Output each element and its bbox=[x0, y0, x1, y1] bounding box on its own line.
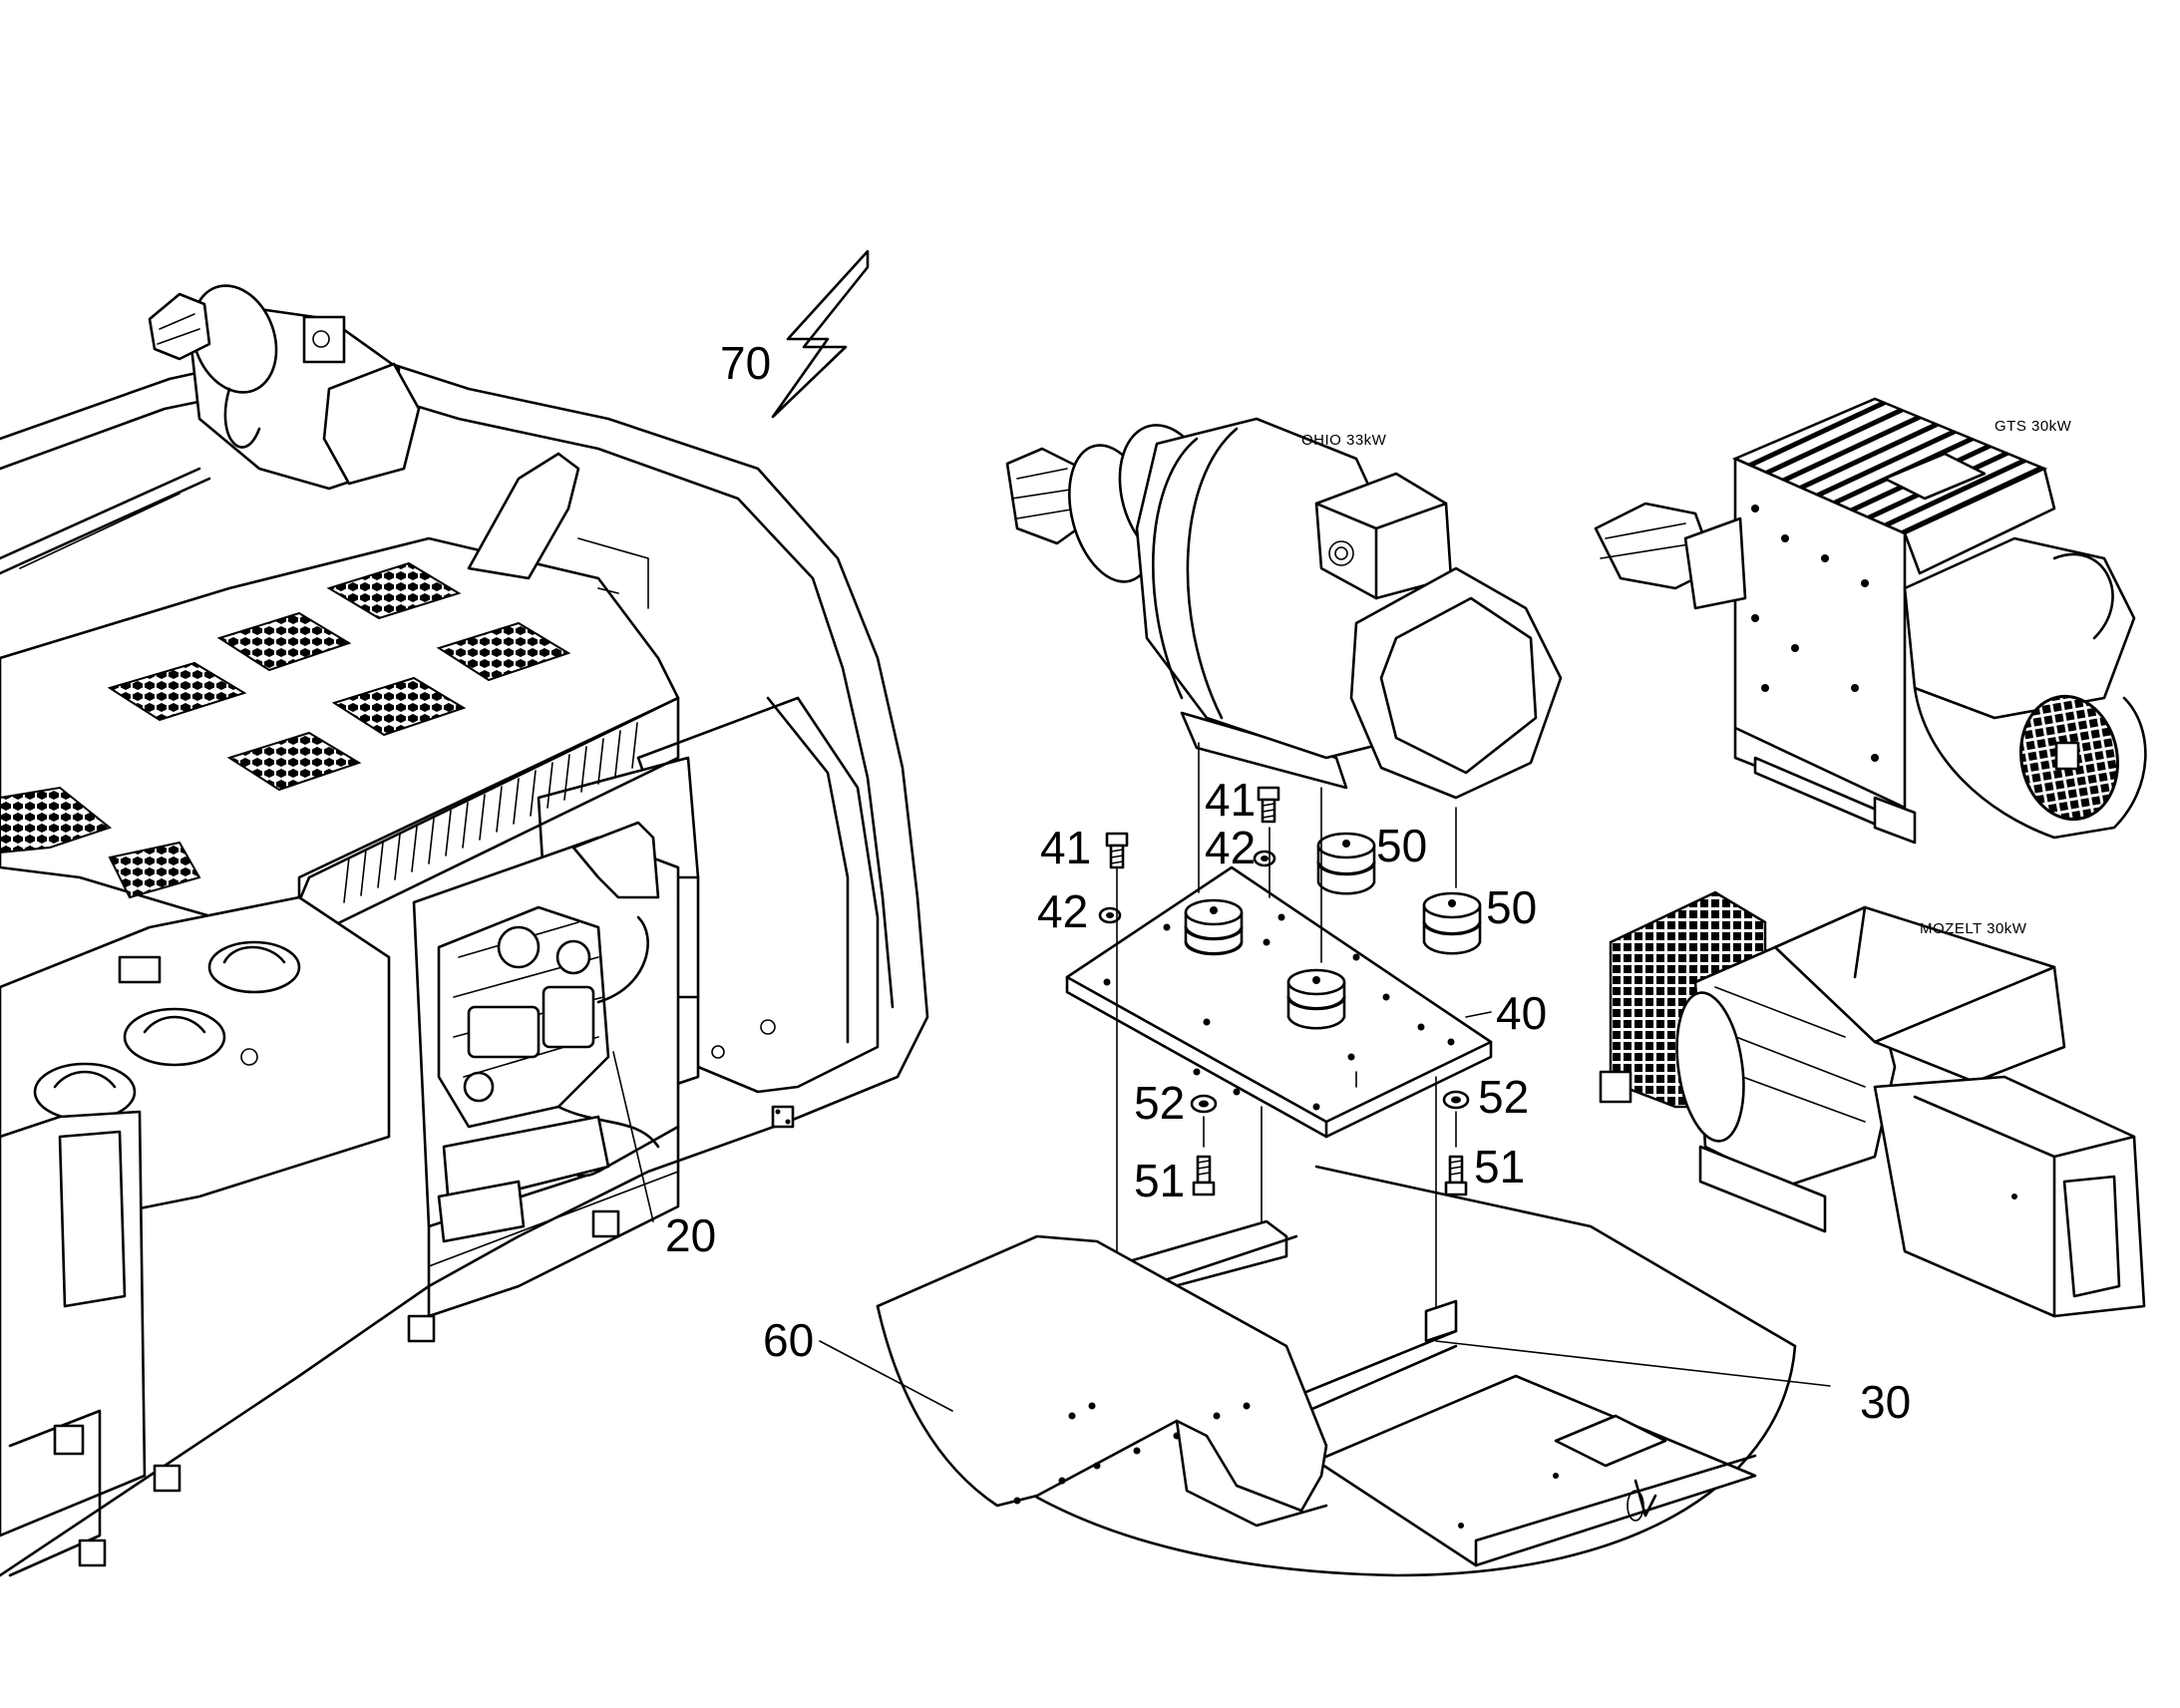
washer bbox=[1098, 906, 1122, 924]
engine-cover bbox=[0, 536, 680, 944]
bolt bbox=[1444, 1155, 1468, 1196]
curved-side-panel bbox=[876, 1234, 1328, 1528]
model-label-mozelt: MOZELT 30kW bbox=[1920, 920, 2027, 937]
callout-50: 50 bbox=[1486, 881, 1537, 933]
machine-assembly bbox=[0, 284, 929, 1577]
callout-41: 41 bbox=[1040, 822, 1091, 873]
callout-52: 52 bbox=[1478, 1071, 1529, 1123]
assembly-guide-lines bbox=[1116, 742, 1457, 1327]
callout-41: 41 bbox=[1205, 774, 1256, 826]
callout-51: 51 bbox=[1474, 1141, 1525, 1193]
washer bbox=[1253, 850, 1276, 867]
callout-51: 51 bbox=[1134, 1155, 1185, 1206]
rubber-mount bbox=[1422, 891, 1482, 955]
washer bbox=[1190, 1094, 1218, 1114]
ohio-generator bbox=[1005, 417, 1563, 800]
leader-lines bbox=[612, 1011, 1831, 1412]
callout-numbers: 70 20 41 41 42 42 50 50 40 52 52 51 51 6… bbox=[665, 337, 1911, 1428]
model-label-ohio: OHIO 33kW bbox=[1301, 432, 1387, 449]
callout-42: 42 bbox=[1037, 885, 1088, 937]
callout-70: 70 bbox=[720, 337, 771, 389]
hydraulic-pump-block bbox=[437, 905, 660, 1243]
bolt bbox=[1105, 832, 1129, 869]
callout-20: 20 bbox=[665, 1209, 716, 1261]
mounting-plate bbox=[1065, 865, 1493, 1139]
callout-42: 42 bbox=[1205, 822, 1256, 873]
bolt bbox=[1257, 786, 1280, 824]
callout-50: 50 bbox=[1376, 820, 1427, 871]
callout-52: 52 bbox=[1134, 1077, 1185, 1129]
mozelt-generator bbox=[1599, 890, 2146, 1318]
callout-40: 40 bbox=[1496, 987, 1547, 1039]
bolt bbox=[1192, 1155, 1216, 1196]
rubber-mount bbox=[1286, 968, 1346, 1030]
rubber-mount bbox=[1184, 898, 1244, 956]
model-label-gts: GTS 30kW bbox=[1995, 418, 2072, 435]
installed-generator bbox=[148, 284, 421, 491]
callout-30: 30 bbox=[1860, 1376, 1911, 1428]
gts-generator bbox=[1594, 397, 2147, 845]
lightning-bolt-icon bbox=[771, 249, 870, 419]
rubber-mount bbox=[1316, 832, 1376, 895]
callout-60: 60 bbox=[763, 1314, 814, 1366]
washer bbox=[1442, 1090, 1470, 1110]
